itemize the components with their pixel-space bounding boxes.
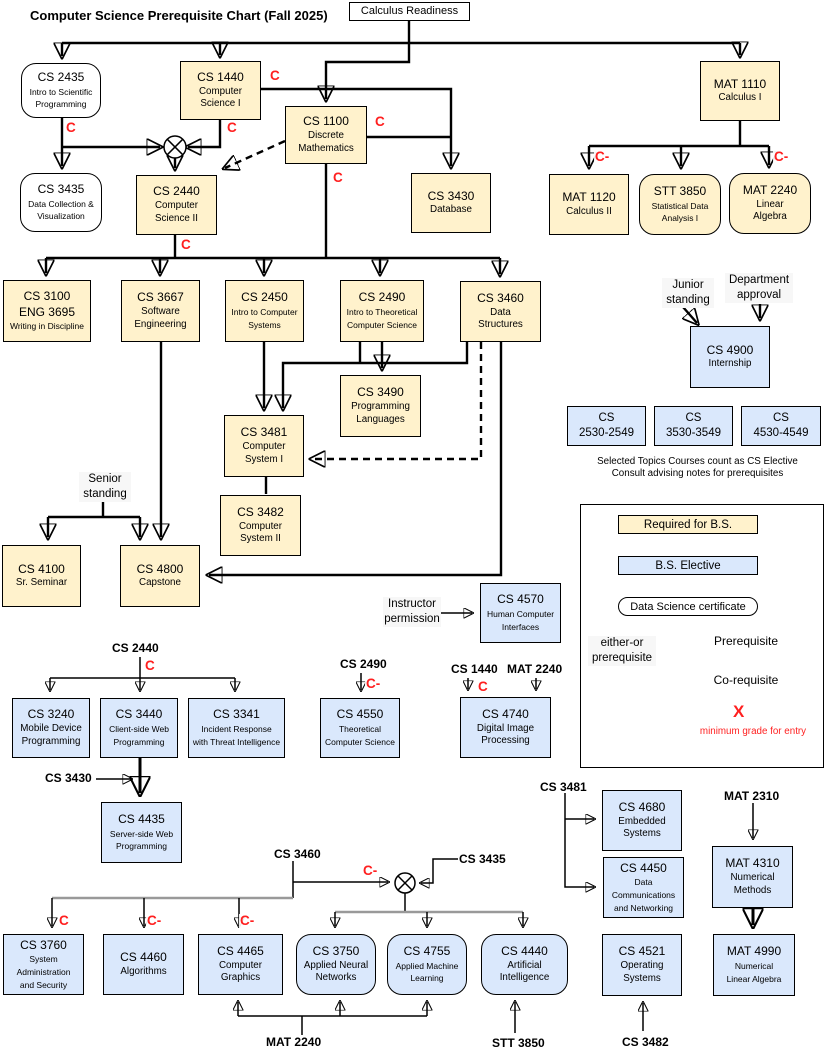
department-approval-label: Department approval bbox=[725, 273, 793, 303]
topics-note-line2: Consult advising notes for prerequisites bbox=[611, 468, 784, 479]
topics-note-line1: Selected Topics Courses count as CS Elec… bbox=[597, 456, 798, 467]
prereq-label-cs3460: CS 3460 bbox=[274, 847, 321, 861]
prereq-label-mat2240-bottom: MAT 2240 bbox=[266, 1035, 322, 1049]
prereq-label-cs3482: CS 3482 bbox=[622, 1035, 669, 1049]
instructor-permission-label: Instructor permission bbox=[383, 597, 441, 627]
grade-marker: C bbox=[332, 170, 344, 185]
legend-grade-x: X bbox=[733, 702, 745, 721]
grade-marker: C bbox=[65, 120, 77, 135]
prereq-label-mat2310: MAT 2310 bbox=[724, 789, 780, 803]
legend-grade-note: minimum grade for entry bbox=[699, 726, 807, 737]
grade-marker: C bbox=[477, 679, 489, 694]
legend-required-swatch: Required for B.S. bbox=[618, 515, 758, 534]
page-title: Computer Science Prerequisite Chart (Fal… bbox=[30, 8, 328, 23]
prereq-label-mat2240-top: MAT 2240 bbox=[507, 662, 563, 676]
grade-marker: C- bbox=[594, 149, 611, 164]
prereq-label-stt3850: STT 3850 bbox=[492, 1036, 545, 1050]
prereq-label-cs2440: CS 2440 bbox=[112, 641, 159, 655]
grade-marker: C- bbox=[362, 863, 379, 878]
either-or-gate-icon bbox=[163, 135, 187, 159]
grade-marker: C- bbox=[146, 913, 163, 928]
legend-elective-swatch: B.S. Elective bbox=[618, 556, 758, 575]
legend-prerequisite-label: Prerequisite bbox=[713, 634, 779, 648]
prereq-label-cs3481: CS 3481 bbox=[540, 780, 587, 794]
grade-marker: C- bbox=[239, 913, 256, 928]
prereq-label-cs3430: CS 3430 bbox=[45, 771, 92, 785]
legend-corequisite-label: Co-requisite bbox=[713, 673, 779, 687]
senior-standing-label: Senior standing bbox=[79, 472, 131, 502]
prereq-label-cs2490: CS 2490 bbox=[340, 657, 387, 671]
legend-either-or-label: either-or prerequisite bbox=[588, 636, 656, 666]
grade-marker: C- bbox=[365, 676, 382, 691]
grade-marker: C bbox=[144, 658, 156, 673]
prereq-label-cs3435: CS 3435 bbox=[459, 852, 506, 866]
grade-marker: C- bbox=[773, 149, 790, 164]
either-or-gate-icon bbox=[394, 872, 416, 894]
grade-marker: C bbox=[180, 237, 192, 252]
grade-marker: C bbox=[269, 68, 281, 83]
junior-standing-label: Junior standing bbox=[662, 278, 714, 308]
grade-marker: C bbox=[58, 913, 70, 928]
node-calculus-readiness: Calculus Readiness bbox=[349, 2, 470, 21]
grade-marker: C bbox=[374, 114, 386, 129]
legend-certificate-swatch: Data Science certificate bbox=[618, 597, 758, 616]
grade-marker: C bbox=[226, 120, 238, 135]
prereq-label-cs1440: CS 1440 bbox=[451, 662, 498, 676]
